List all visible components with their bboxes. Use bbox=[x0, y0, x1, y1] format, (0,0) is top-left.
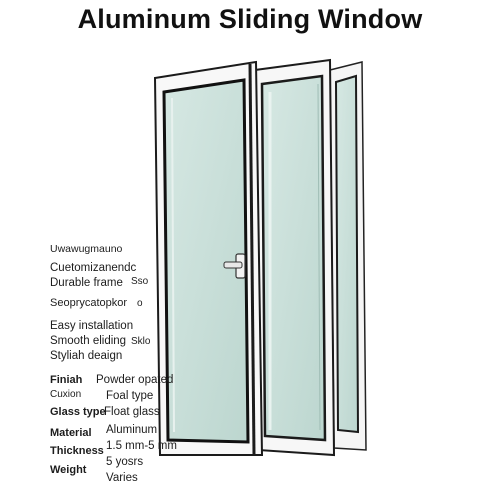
features-heading: Uwawugmauno bbox=[50, 243, 123, 255]
spec-value-finish: Powder opated bbox=[96, 374, 174, 386]
spec-label-glass: Glass type bbox=[50, 406, 106, 418]
rear-sash bbox=[329, 61, 367, 451]
spec-value-material: Aluminum bbox=[106, 424, 158, 436]
feature-item: Seoprycatopkor bbox=[50, 297, 128, 309]
spec-label-finish: Finiah bbox=[50, 374, 83, 386]
spec-subvalue-finish: Foal type bbox=[106, 390, 154, 402]
feature-item: Styliah deaign bbox=[50, 350, 123, 362]
middle-sash bbox=[253, 58, 336, 457]
spec-label-material: Material bbox=[50, 427, 92, 439]
spec-label-thickness: Thickness bbox=[50, 445, 104, 457]
page-title: Aluminum Sliding Window bbox=[77, 4, 423, 34]
feature-item: Easy installation bbox=[50, 320, 134, 332]
window-handle[interactable] bbox=[223, 253, 246, 279]
feature-item: Durable frame bbox=[50, 277, 123, 289]
spec-subvalue-weight: Varies bbox=[106, 472, 138, 484]
feature-item: Cuetomizanendc bbox=[50, 262, 137, 274]
spec-value-glass: Float glass bbox=[104, 406, 160, 418]
front-sash bbox=[153, 60, 264, 456]
feature-mark: o bbox=[137, 298, 143, 309]
feature-item: Smooth eliding bbox=[50, 335, 127, 347]
spec-label-weight: Weight bbox=[50, 464, 87, 476]
spec-sublabel-finish: Cuxion bbox=[50, 389, 82, 400]
spec-value-thickness: 1.5 mm-5 mm bbox=[106, 440, 177, 452]
feature-mark: Sso bbox=[131, 276, 149, 287]
feature-mark: Sklo bbox=[131, 336, 151, 347]
spec-value-weight: 5 yosrs bbox=[106, 456, 144, 468]
